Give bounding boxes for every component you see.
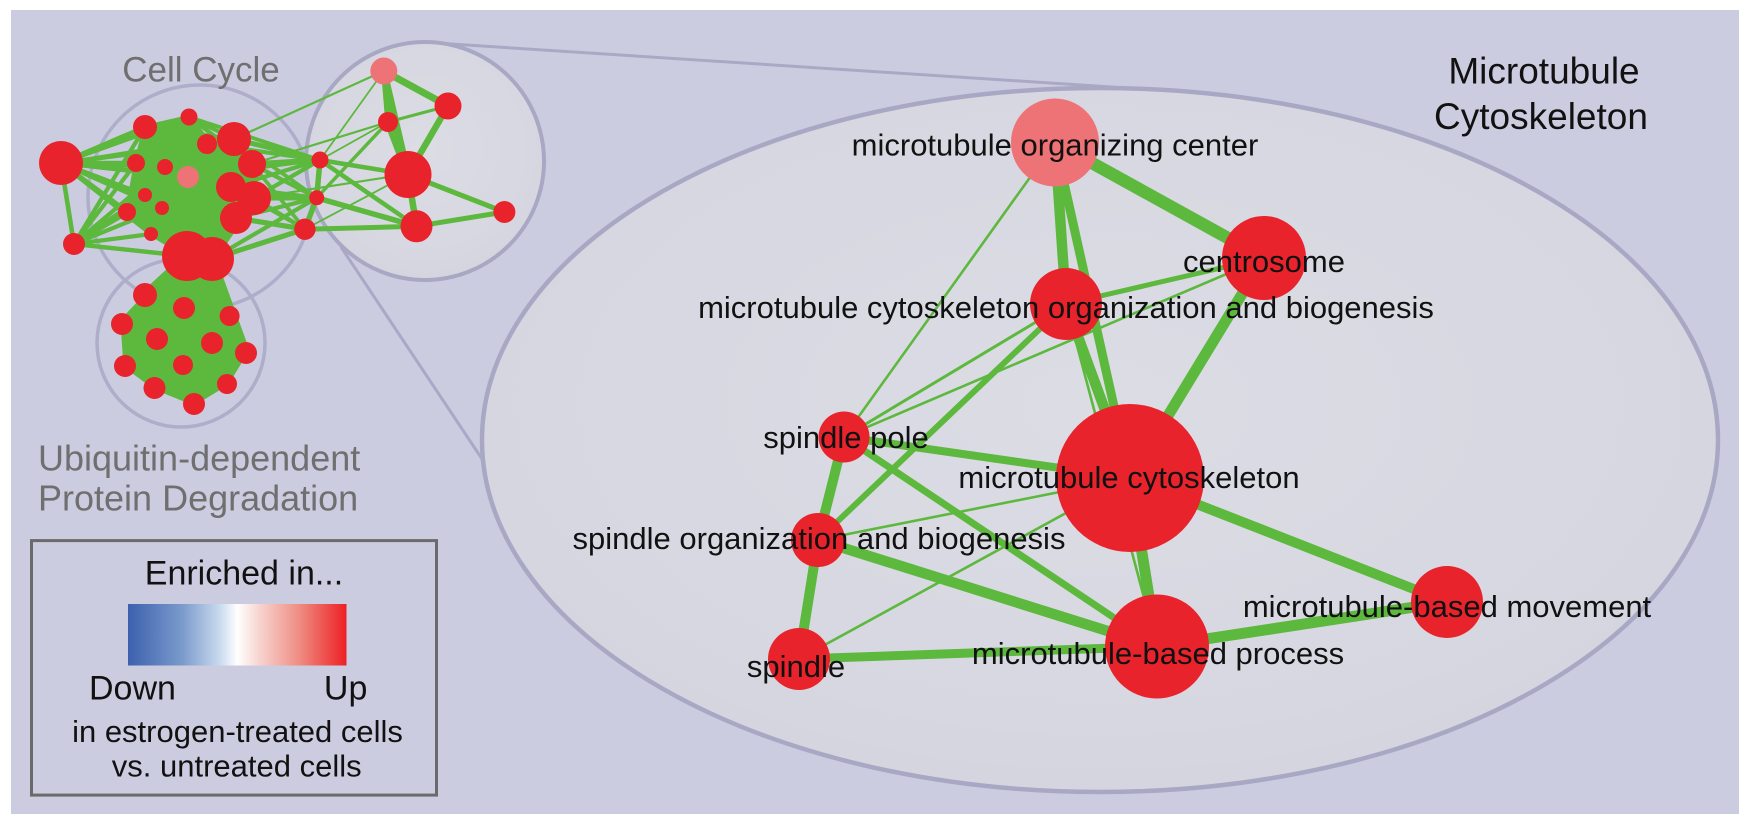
svg-text:microtubule organizing center: microtubule organizing center — [852, 128, 1259, 163]
svg-text:Microtubule: Microtubule — [1448, 51, 1639, 92]
svg-text:Cytoskeleton: Cytoskeleton — [1434, 96, 1648, 137]
svg-text:spindle: spindle — [747, 649, 845, 684]
svg-text:spindle pole: spindle pole — [763, 420, 928, 455]
svg-text:microtubule-based process: microtubule-based process — [972, 636, 1344, 671]
svg-text:Up: Up — [324, 669, 367, 707]
svg-text:Cell Cycle: Cell Cycle — [122, 51, 280, 90]
svg-text:microtubule-based movement: microtubule-based movement — [1243, 589, 1652, 624]
svg-text:microtubule cytoskeleton: microtubule cytoskeleton — [958, 460, 1299, 495]
svg-text:microtubule cytoskeleton organ: microtubule cytoskeleton organization an… — [698, 290, 1434, 325]
svg-text:Protein Degradation: Protein Degradation — [38, 478, 358, 519]
svg-text:Down: Down — [89, 669, 176, 707]
svg-text:Ubiquitin-dependent: Ubiquitin-dependent — [38, 438, 360, 479]
svg-text:in estrogen-treated cells: in estrogen-treated cells — [72, 714, 403, 749]
svg-text:spindle organization and bioge: spindle organization and biogenesis — [573, 521, 1066, 556]
svg-text:Enriched in...: Enriched in... — [145, 555, 343, 593]
svg-text:centrosome: centrosome — [1183, 244, 1345, 279]
svg-text:vs. untreated cells: vs. untreated cells — [112, 749, 362, 784]
